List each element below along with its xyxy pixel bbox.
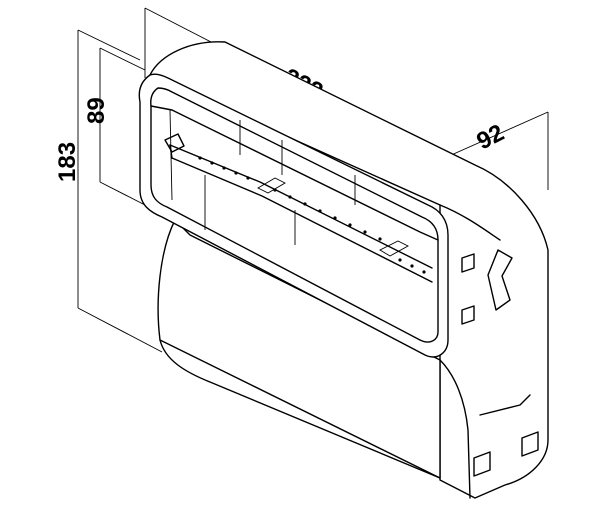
total-height-dimension-label: 183 (54, 142, 81, 182)
depth-dimension-label: 92 (472, 119, 508, 155)
duct-bend (138, 41, 549, 499)
rivet-dots (198, 156, 426, 274)
inner-height-dimension-label: 89 (83, 97, 110, 124)
